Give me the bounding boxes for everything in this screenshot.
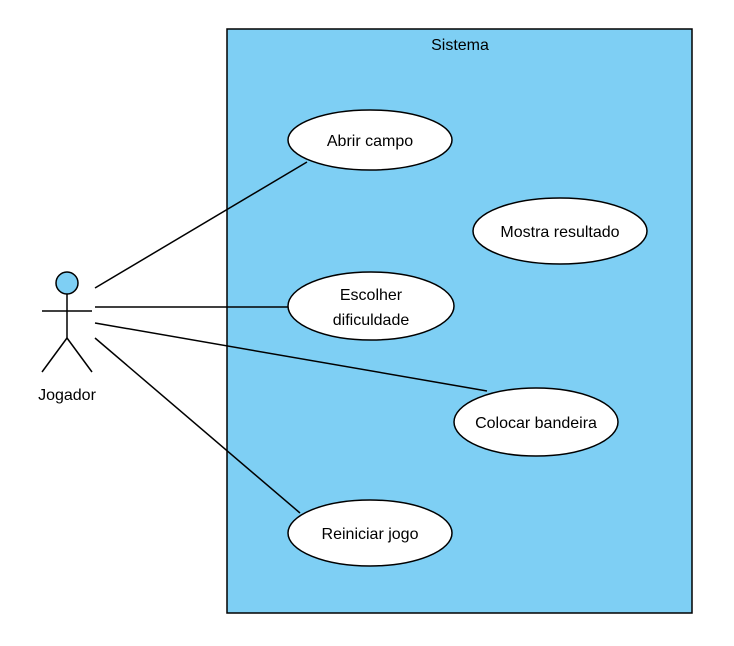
use-case-label: Colocar bandeira — [475, 415, 597, 432]
actor-name: Jogador — [38, 387, 96, 404]
use-case-label-line-2: dificuldade — [333, 312, 410, 329]
association-colocar-bandeira — [94, 322, 488, 392]
use-case-label: Mostra resultado — [500, 224, 619, 241]
actor-left-leg — [41, 337, 68, 373]
actor-right-leg — [66, 337, 93, 373]
use-case-mostra-resultado: Mostra resultado — [472, 197, 648, 265]
system-title: Sistema — [431, 37, 489, 54]
use-case-label: Reiniciar jogo — [322, 526, 419, 543]
associations — [94, 161, 488, 514]
association-reiniciar-jogo — [94, 337, 301, 514]
actor-jogador — [41, 271, 93, 373]
use-case-label-line-1: Escolher — [340, 287, 403, 304]
use-case-label: Abrir campo — [327, 133, 413, 150]
use-case-escolher-dificuldade: Escolher dificuldade — [287, 271, 455, 341]
use-case-ellipse — [287, 499, 453, 567]
use-case-ellipse — [287, 109, 453, 171]
use-case-ellipse — [453, 387, 619, 457]
use-case-reiniciar-jogo: Reiniciar jogo — [287, 499, 453, 567]
use-case-colocar-bandeira: Colocar bandeira — [453, 387, 619, 457]
actor-head — [55, 271, 79, 295]
use-case-ellipse — [287, 271, 455, 341]
use-case-ellipse — [472, 197, 648, 265]
use-case-abrir-campo: Abrir campo — [287, 109, 453, 171]
association-abrir-campo — [94, 161, 308, 289]
